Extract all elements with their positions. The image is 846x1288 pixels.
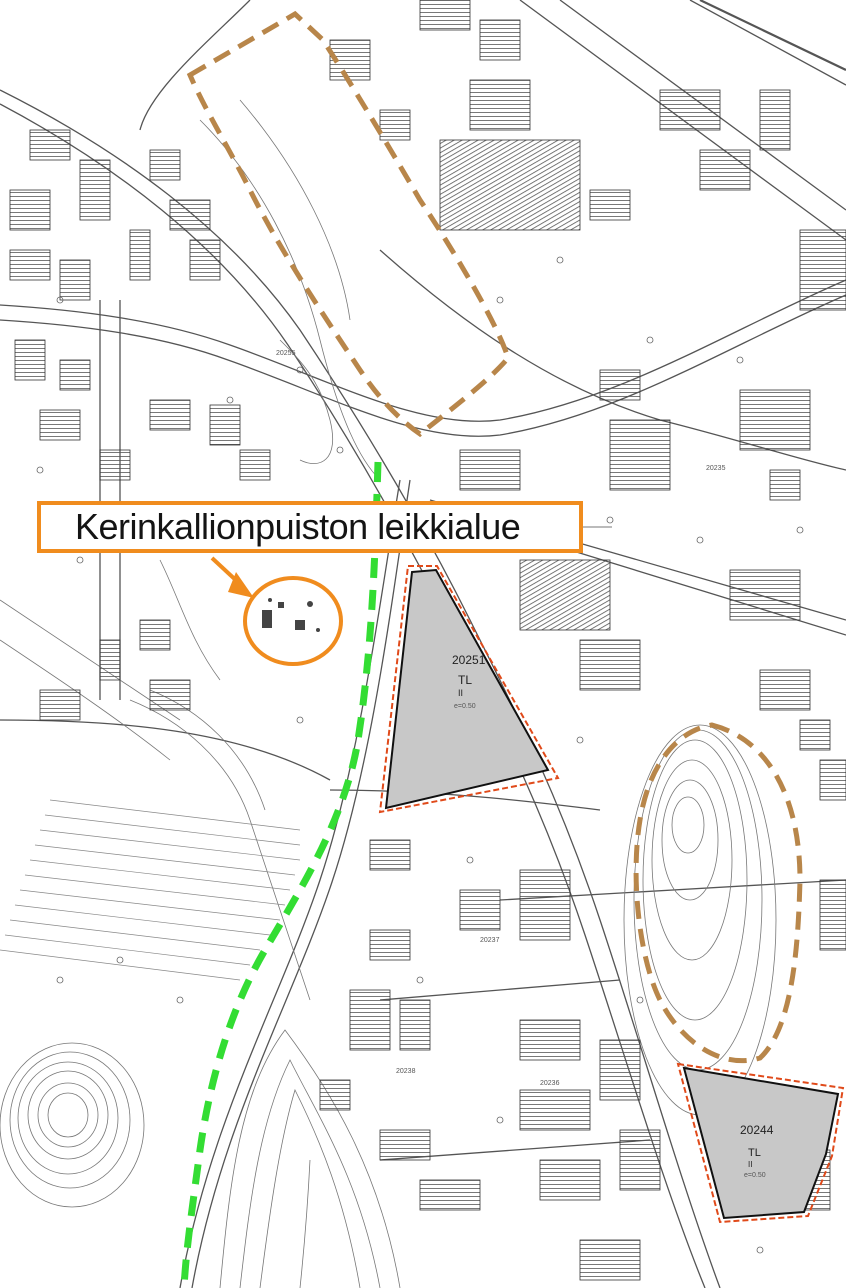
map-symbols (36, 256, 804, 1254)
block-number: 20236 (540, 1080, 560, 1087)
plot-floors-label: II (748, 1160, 752, 1169)
plot-use-label: TL (748, 1147, 761, 1159)
plot-efficiency-label: e=0.50 (454, 703, 476, 710)
block-number: 20238 (396, 1068, 416, 1075)
callout-arrow (210, 556, 254, 598)
plot-efficiency-label: e=0.50 (744, 1172, 766, 1179)
playground-symbols (262, 598, 320, 632)
plot-id-label: 20244 (740, 1123, 774, 1137)
plot-id-label: 20251 (452, 653, 486, 667)
playground-callout-label: Kerinkallionpuiston leikkialue (37, 501, 583, 553)
buildings (9, 0, 846, 1281)
field-lines (0, 799, 301, 981)
area-boundary-east (633, 722, 803, 1064)
area-boundary-north (186, 10, 511, 438)
block-number: 20237 (480, 937, 500, 944)
plot-use-label: TL (458, 673, 472, 687)
block-number: 20255 (276, 350, 296, 357)
block-number: 20235 (706, 465, 726, 472)
block-numbers: 20237 20236 20235 20238 20255 (276, 350, 726, 1087)
plot-floors-label: II (458, 688, 463, 698)
playground-marker-circle[interactable] (243, 576, 343, 666)
plot-20251[interactable]: 20251 TL II e=0.50 (378, 565, 560, 814)
plot-20244[interactable]: 20244 TL II e=0.50 (676, 1062, 845, 1224)
route-green-dashed (180, 461, 382, 1288)
